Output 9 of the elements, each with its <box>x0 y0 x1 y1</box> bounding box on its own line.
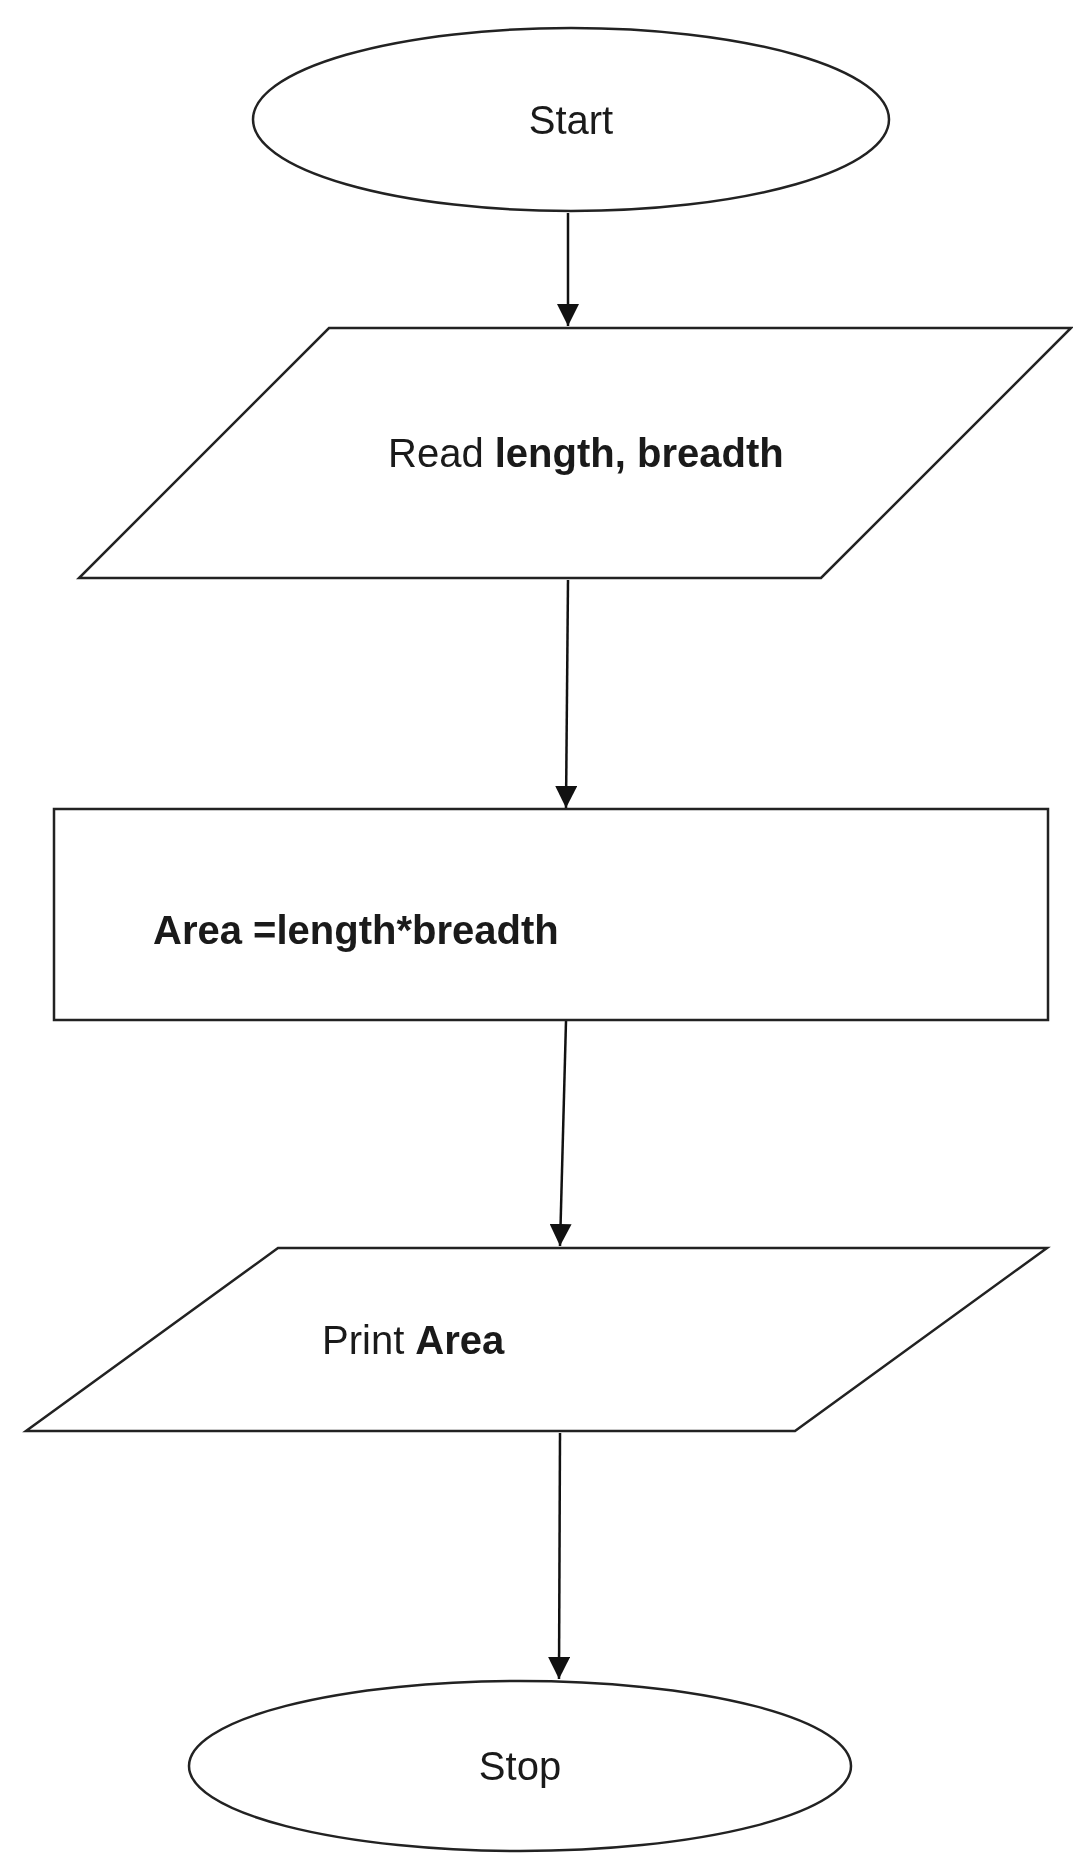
arrow <box>548 1433 571 1679</box>
node-label: Start <box>528 96 614 144</box>
arrow <box>557 213 579 326</box>
node-label: Print Area <box>321 1316 505 1364</box>
node-label: Area =length*breadth <box>152 906 559 954</box>
node-label: Stop <box>478 1743 562 1790</box>
arrow <box>555 580 578 808</box>
node-label: Read length, breadth <box>387 430 784 477</box>
arrow <box>549 1020 572 1247</box>
